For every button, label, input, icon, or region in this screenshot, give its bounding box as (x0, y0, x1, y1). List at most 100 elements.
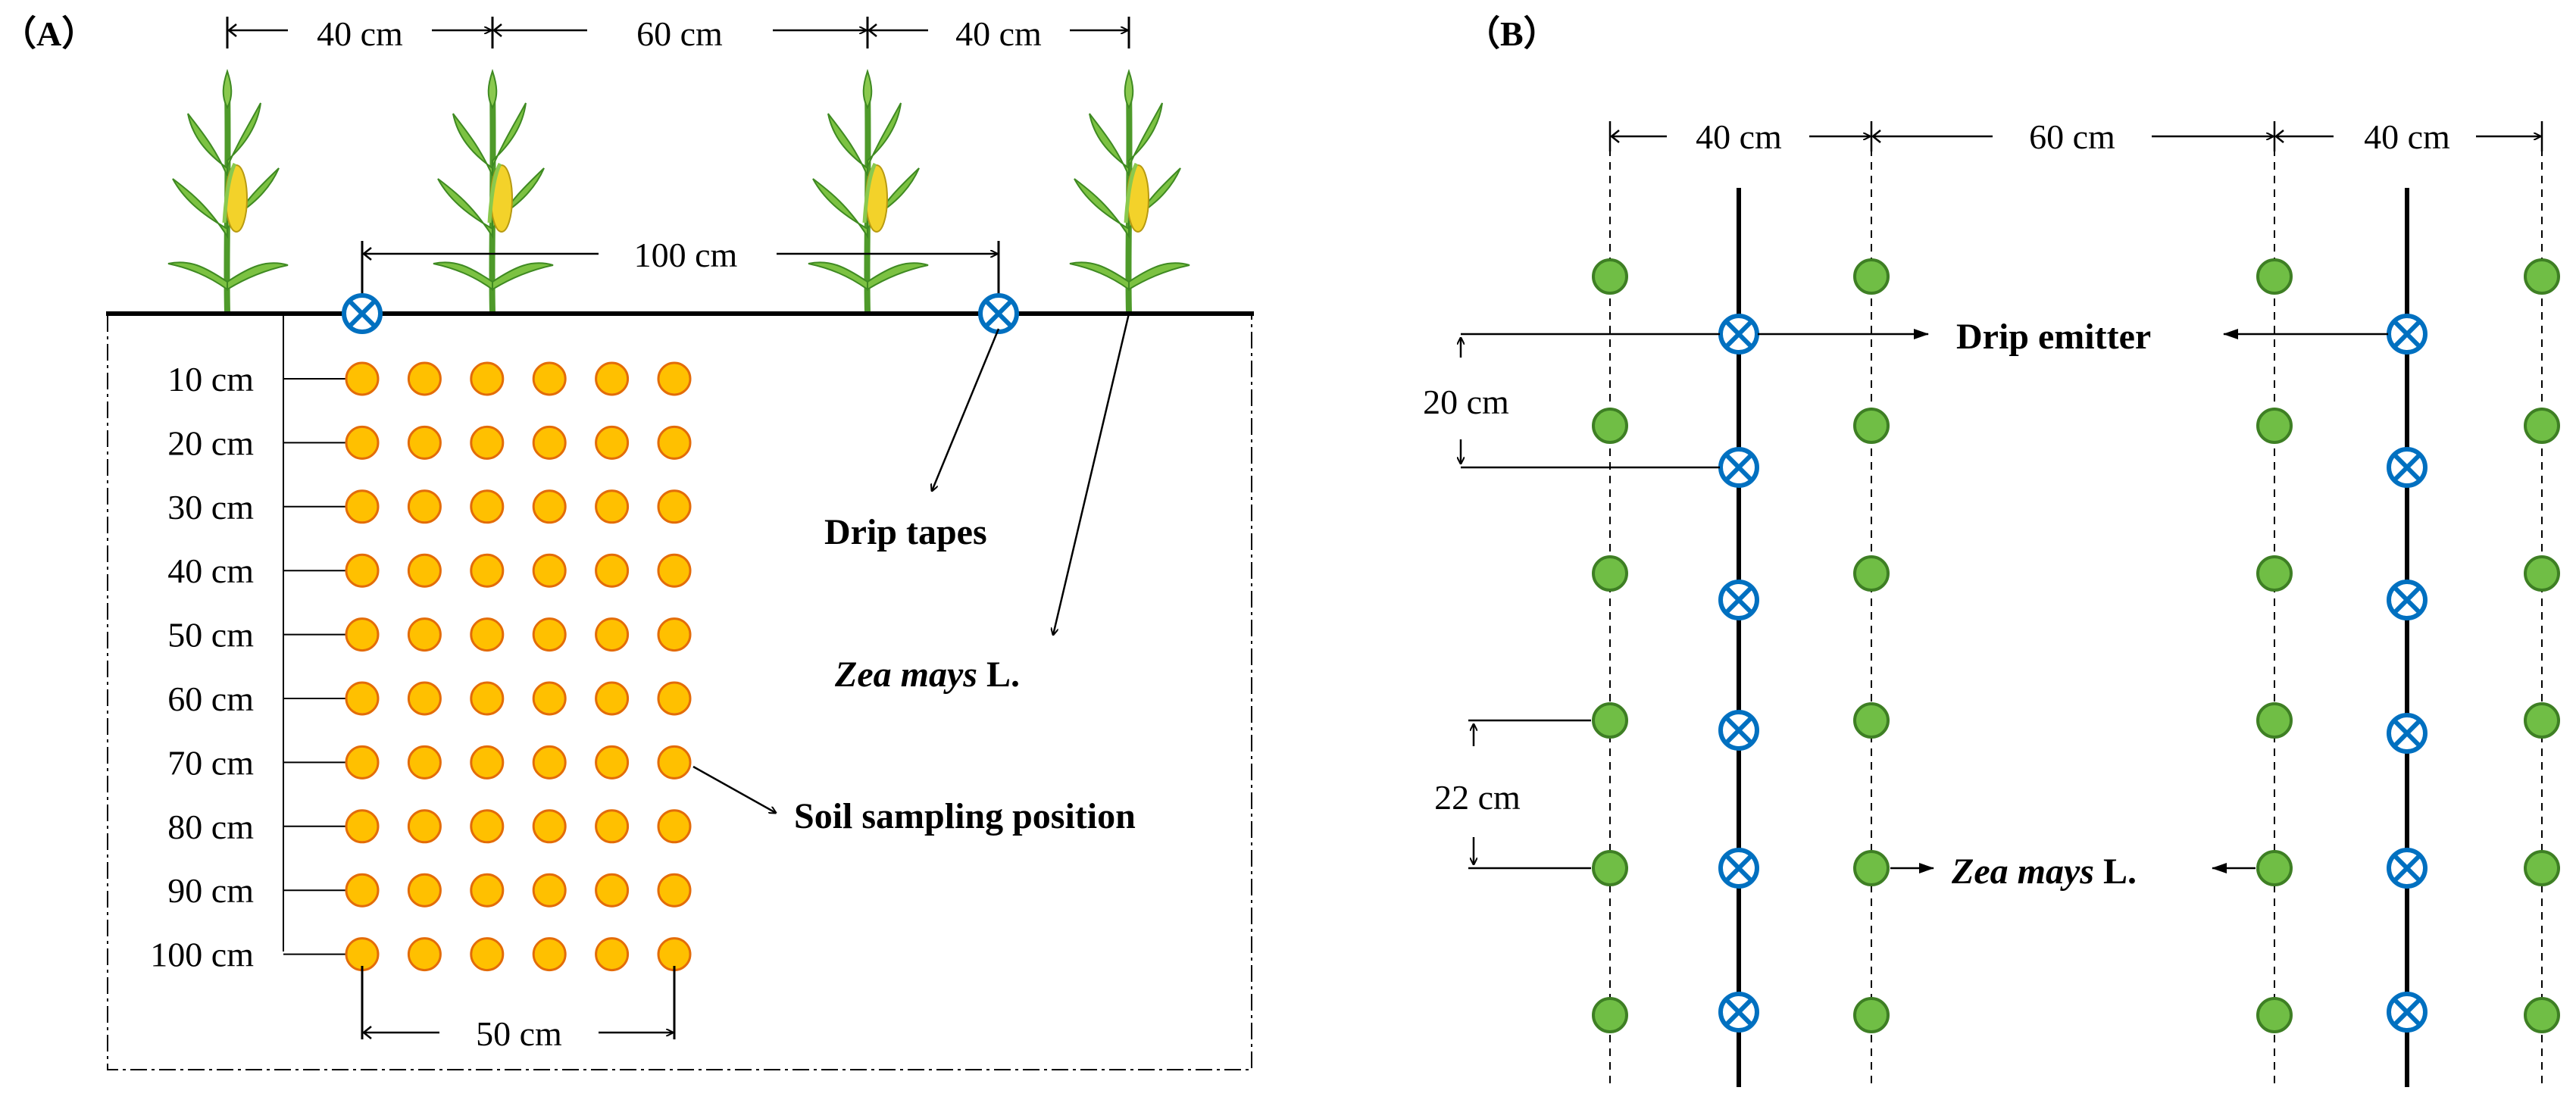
row-spacing-2: 60 cm (2029, 117, 2115, 156)
soil-sample-point (532, 745, 567, 780)
depth-label: 90 cm (167, 871, 254, 910)
drip-emitter-icon (2389, 715, 2425, 751)
plant-position-dot (1853, 258, 1890, 295)
depth-label: 10 cm (167, 360, 254, 398)
soil-sample-point (595, 489, 630, 524)
emitter-positions (1721, 316, 2425, 1030)
zea-label-b: Zea mays L. (1951, 851, 2137, 892)
soil-sample-point (595, 937, 630, 972)
zea-label-a: Zea mays L. (834, 655, 1020, 695)
soil-sample-point (595, 617, 630, 652)
depth-label: 20 cm (167, 423, 254, 462)
soil-sample-point (470, 361, 505, 396)
depth-label: 60 cm (167, 680, 254, 718)
plant-position-dot (1592, 850, 1628, 886)
soil-sample-point (470, 425, 505, 460)
maize-plant-icon (808, 71, 928, 312)
soil-sample-point (345, 553, 380, 588)
panel-a-label: （A） (2, 14, 96, 53)
plant-position-dot (2256, 408, 2293, 444)
soil-sample-point (595, 425, 630, 460)
row-spacing-3: 40 cm (2364, 117, 2450, 156)
soil-sample-point (470, 553, 505, 588)
plant-position-dot (1592, 997, 1628, 1033)
soil-sample-point (595, 745, 630, 780)
soil-sample-point (407, 617, 442, 652)
emitter-spacing-dimension: 20 cm (1423, 333, 1720, 469)
soil-sample-point (407, 809, 442, 844)
drip-emitter-icon (2389, 449, 2425, 486)
soil-sample-grid (345, 361, 692, 972)
soil-sample-point (470, 809, 505, 844)
drip-emitter-icon (2389, 850, 2425, 886)
drip-emitter-icon (1721, 582, 1757, 618)
soil-sample-point (595, 681, 630, 716)
soil-sample-point (345, 361, 380, 396)
soil-sample-point (470, 681, 505, 716)
soil-sample-point (407, 425, 442, 460)
soil-sample-point (595, 809, 630, 844)
plant-position-dot (1853, 408, 1890, 444)
soil-sample-point (595, 361, 630, 396)
soil-profile-box (107, 315, 1252, 1070)
drip-emitter-icon (1721, 316, 1757, 352)
soil-sample-point (532, 873, 567, 908)
soil-sample-point (470, 489, 505, 524)
maize-plant-icon (433, 71, 553, 312)
plant-position-dot (2256, 258, 2293, 295)
tape-spacing-label: 100 cm (634, 236, 738, 274)
plant-position-dot (2256, 850, 2293, 886)
drip-emitter-icon (980, 295, 1017, 332)
plant-spacing-1: 40 cm (317, 14, 403, 53)
soil-sample-point (595, 873, 630, 908)
soil-sample-point (407, 937, 442, 972)
drip-emitter-icon (1721, 994, 1757, 1030)
drip-emitter-icon (2389, 316, 2425, 352)
plant-position-dot (1853, 850, 1890, 886)
plant-position-dot (2524, 408, 2560, 444)
plant-position-dot (1592, 555, 1628, 592)
drip-emitter-icon (2389, 582, 2425, 618)
plant-position-dot (2524, 702, 2560, 739)
soil-sample-point (657, 553, 692, 588)
panel-b-label: （B） (1465, 14, 1558, 53)
soil-sample-point (345, 937, 380, 972)
plant-position-dot (1592, 702, 1628, 739)
plant-position-dot (2256, 997, 2293, 1033)
depth-label: 50 cm (167, 616, 254, 655)
soil-sample-point (532, 617, 567, 652)
drip-tapes-label: Drip tapes (824, 512, 987, 552)
drip-emitter-icon (344, 295, 380, 332)
depth-label: 70 cm (167, 743, 254, 782)
soil-sample-point (407, 489, 442, 524)
soil-sample-point (657, 361, 692, 396)
soil-sample-point (345, 617, 380, 652)
soil-sample-point (407, 681, 442, 716)
sample-width-label: 50 cm (476, 1014, 562, 1053)
drip-emitter-icon (1721, 850, 1757, 886)
soil-sample-point (532, 425, 567, 460)
soil-sample-point (657, 873, 692, 908)
panel-a: （A） 40 cm 60 cm 40 cm (2, 14, 1254, 1070)
soil-sample-point (532, 553, 567, 588)
soil-sample-point (532, 361, 567, 396)
plant-position-dot (1853, 555, 1890, 592)
plant-position-dot (1592, 408, 1628, 444)
soil-sample-point (657, 745, 692, 780)
plant-positions (1592, 258, 2560, 1033)
maize-plant-icon (1070, 71, 1190, 312)
drip-emitter-icon (1721, 449, 1757, 486)
soil-sample-point (345, 809, 380, 844)
plant-spacing-dimension: 40 cm 60 cm 40 cm (226, 14, 1130, 53)
soil-sample-point (345, 745, 380, 780)
zea-arrow-a (1053, 313, 1130, 635)
soil-sample-point (470, 745, 505, 780)
plant-position-dot (1592, 258, 1628, 295)
plant-position-dot (2524, 258, 2560, 295)
plant-spacing-b-label: 22 cm (1434, 778, 1521, 817)
plant-position-dot (2524, 555, 2560, 592)
soil-sample-point (407, 873, 442, 908)
drip-tapes-arrow (932, 328, 1000, 491)
